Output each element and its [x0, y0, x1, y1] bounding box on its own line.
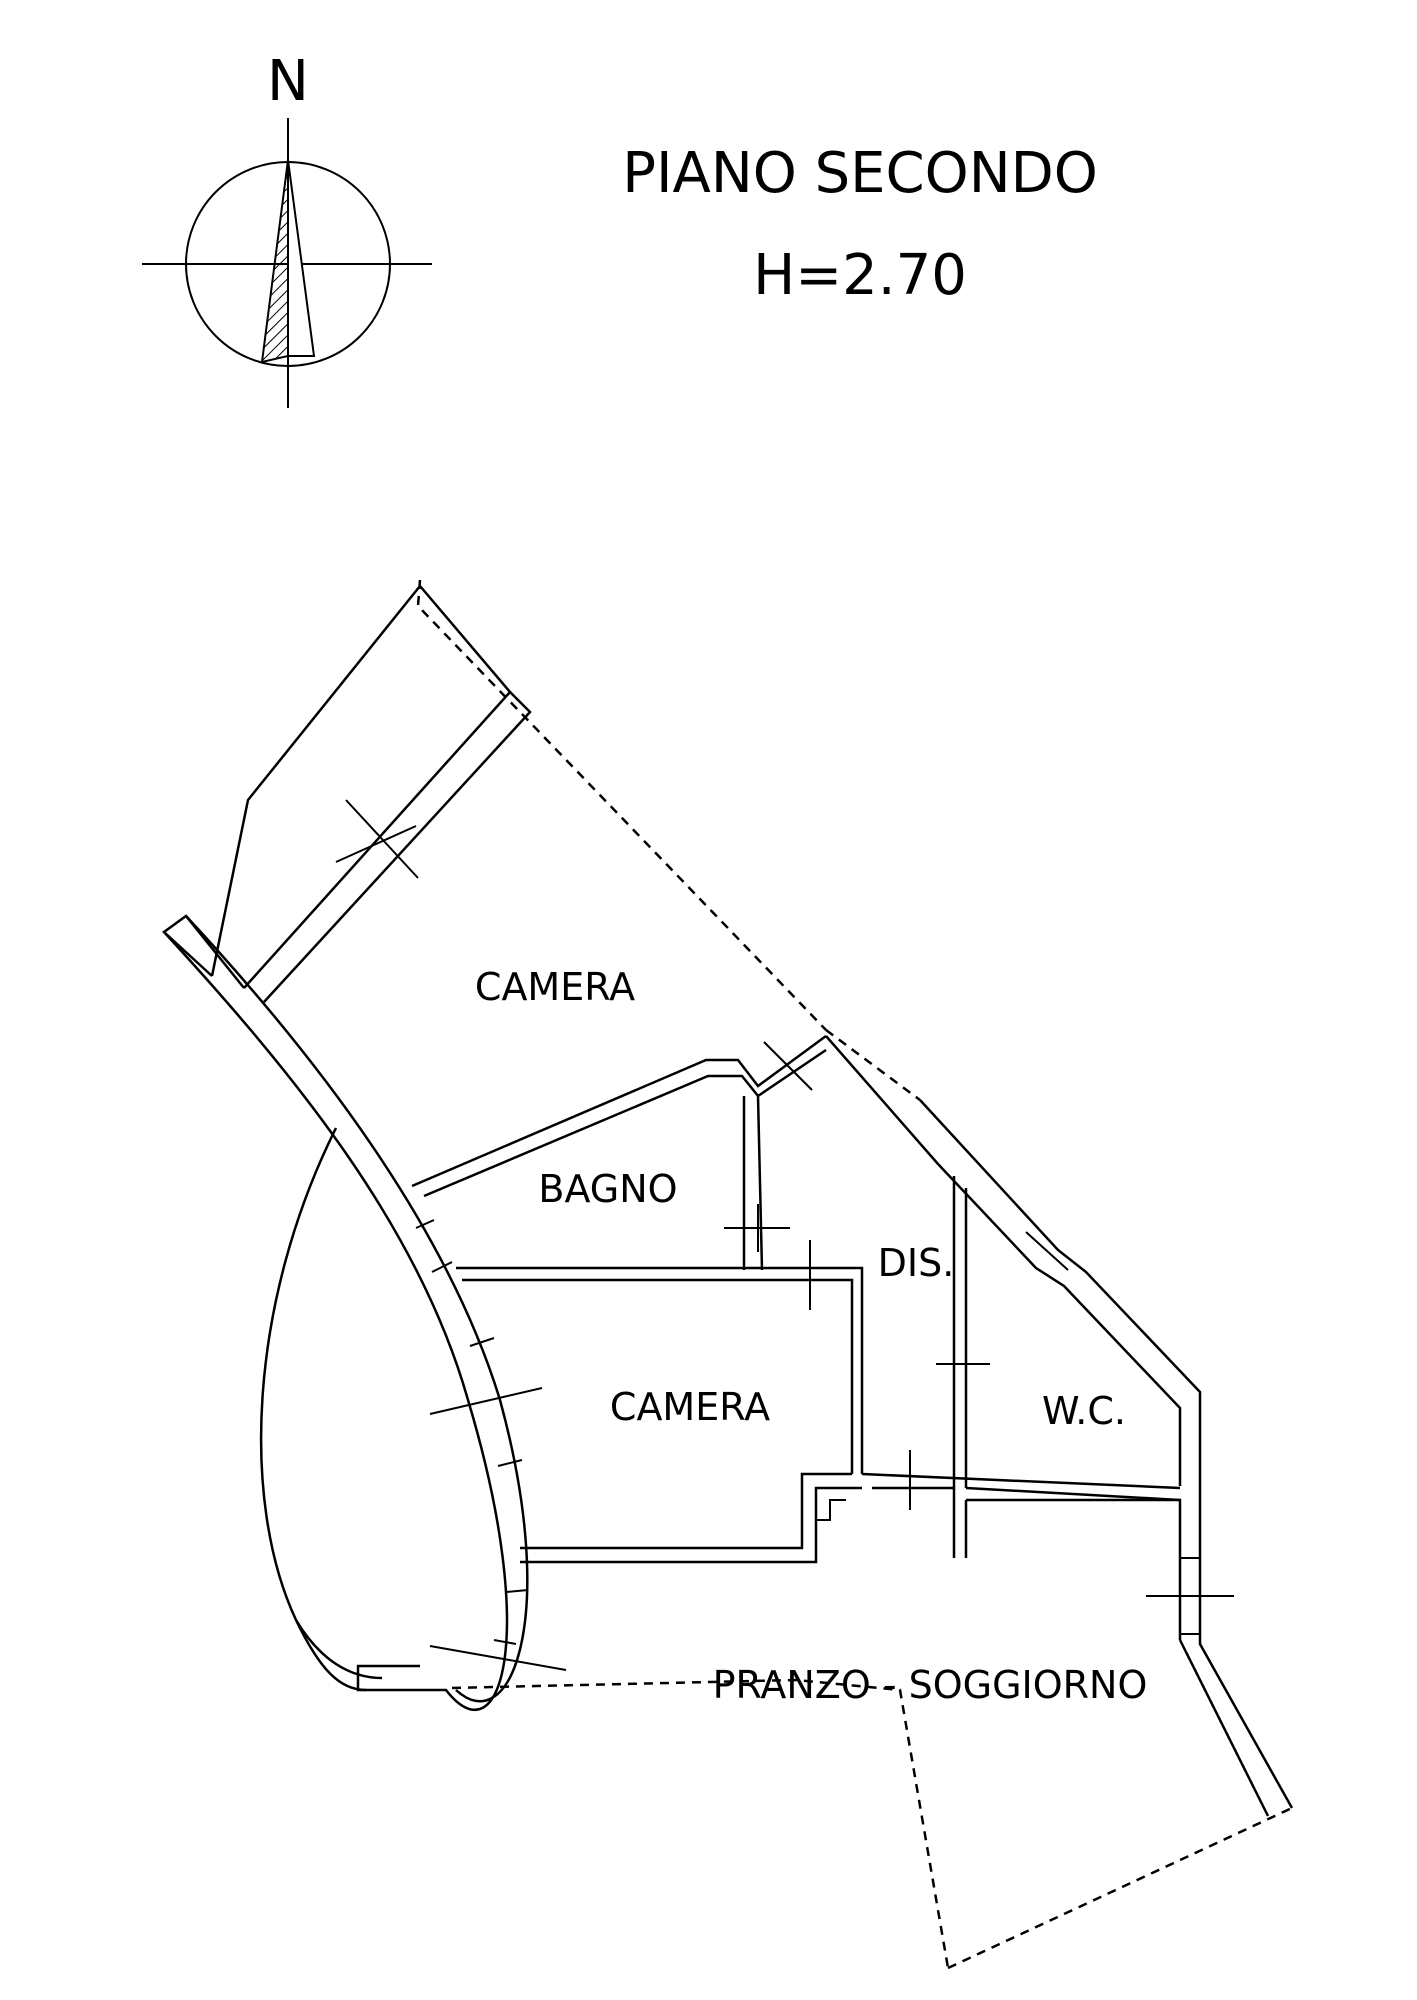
room-label-bagno: BAGNO	[538, 1167, 677, 1211]
floor-height: H=2.70	[753, 243, 967, 308]
north-arrow-icon: N	[142, 49, 432, 408]
walls	[162, 585, 1294, 1817]
floor-title: PIANO SECONDO	[622, 141, 1098, 206]
dashed-boundaries	[416, 579, 1293, 1970]
room-label-pranzo-soggiorno: PRANZO - SOGGIORNO	[713, 1663, 1148, 1707]
room-label-wc: W.C.	[1042, 1389, 1126, 1433]
room-label-camera-2: CAMERA	[610, 1385, 770, 1429]
room-label-dis: DIS.	[878, 1241, 955, 1285]
north-label: N	[267, 49, 309, 114]
room-label-camera-1: CAMERA	[475, 965, 635, 1009]
door-marks	[335, 799, 1234, 1671]
